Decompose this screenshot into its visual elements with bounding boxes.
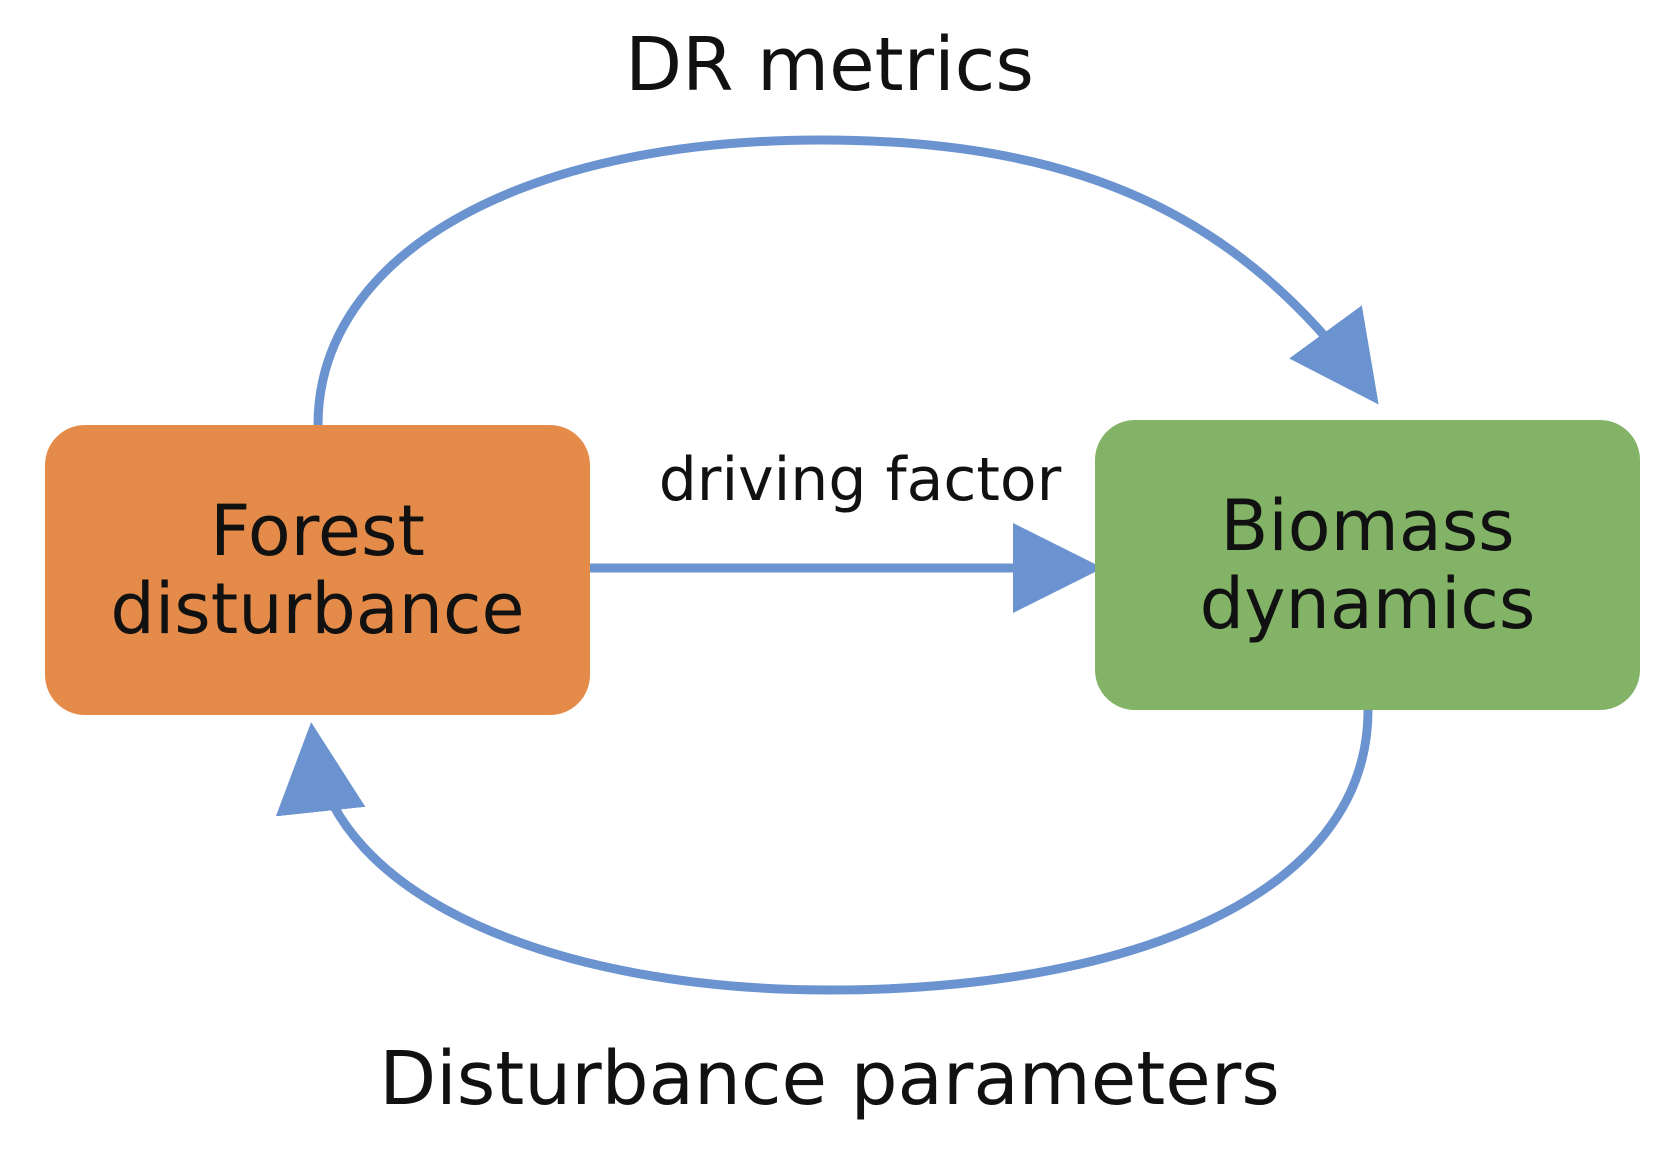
biomass-dynamics-line-1: Biomass xyxy=(1220,484,1515,567)
forest-disturbance-line-1: Forest xyxy=(210,489,425,572)
bottom-curved-arrow xyxy=(275,709,1373,995)
disturbance-parameters-label: Disturbance parameters xyxy=(379,1036,1280,1122)
forest-disturbance-line-2: disturbance xyxy=(110,568,525,650)
driving-factor-label: driving factor xyxy=(658,445,1062,515)
dr-metrics-label: DR metrics xyxy=(625,22,1034,108)
forest-disturbance-node: Forest disturbance xyxy=(45,425,590,715)
biomass-dynamics-node: Biomass dynamics xyxy=(1095,420,1640,710)
top-curved-arrow xyxy=(313,135,1379,426)
biomass-dynamics-line-2: dynamics xyxy=(1199,563,1536,645)
